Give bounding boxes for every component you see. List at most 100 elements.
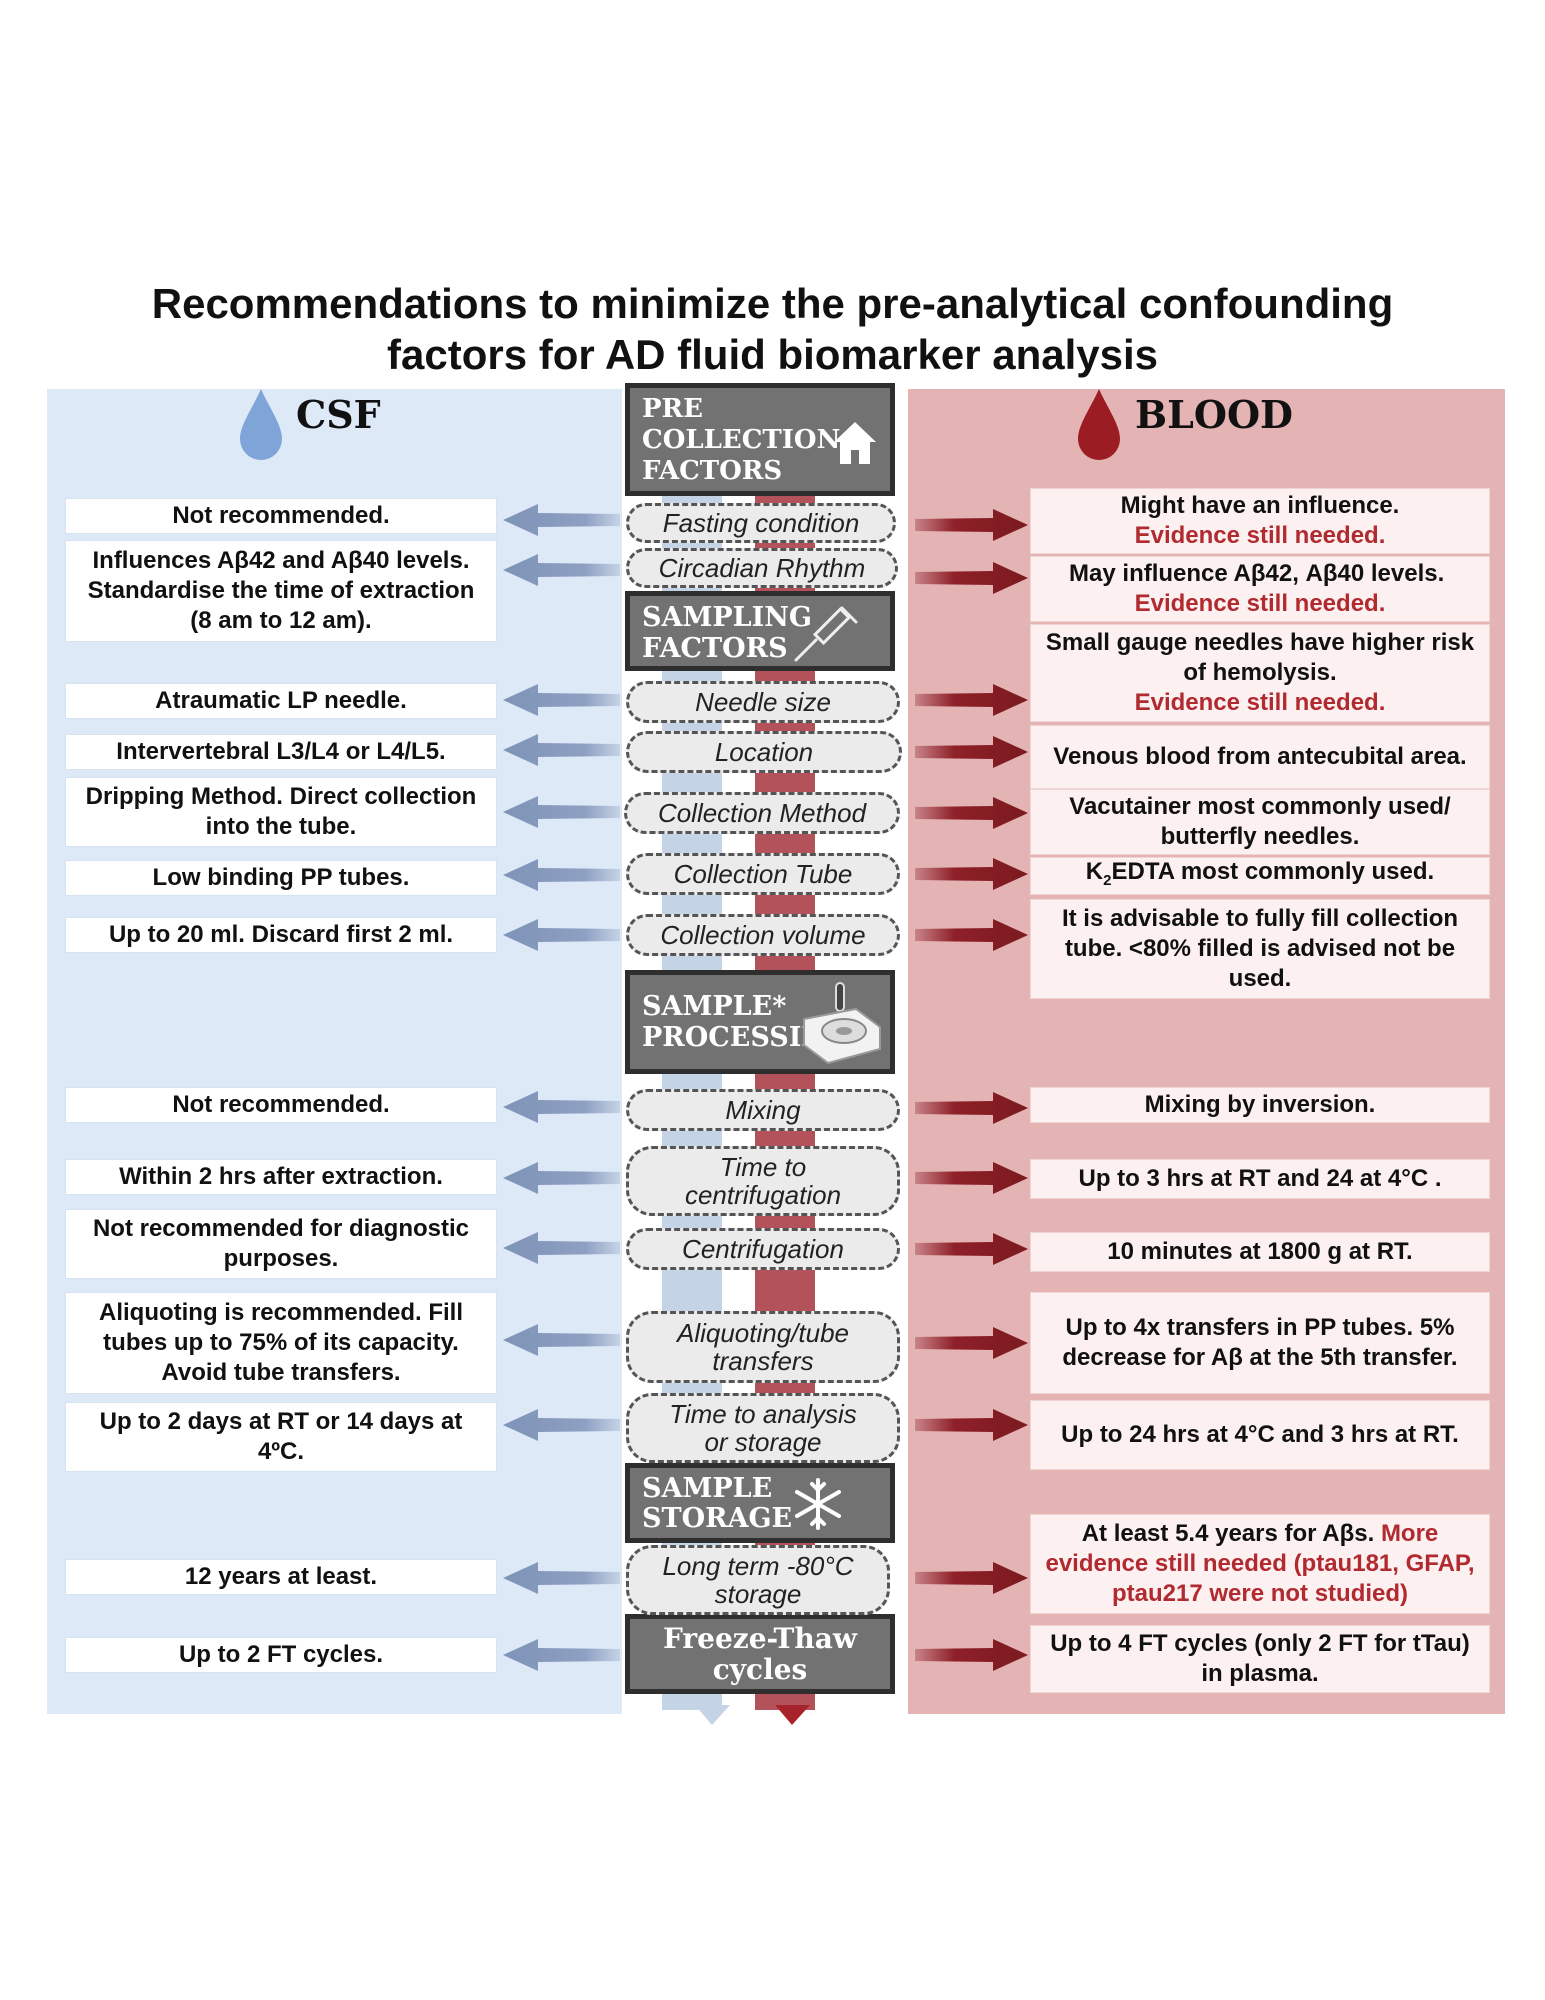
csf-arrow-tube [503,859,620,891]
blood-collection-method: Vacutainer most commonly used/ butterfly… [1030,789,1490,855]
csf-arrow-freeze [503,1639,620,1671]
csf-collection-tube: Low binding PP tubes. [65,860,497,896]
csf-needle: Atraumatic LP needle. [65,683,497,719]
factor-circadian: Circadian Rhythm [626,548,898,588]
blood-arrow-aliquoting [915,1327,1028,1359]
blood-arrow-time-centrifugation [915,1162,1028,1194]
flow-end-triangles [695,1705,810,1725]
csf-arrow-needle [503,684,620,716]
blood-arrow-time-analysis [915,1409,1028,1441]
blood-tube-text: EDTA most commonly used. [1111,857,1435,885]
page-title: Recommendations to minimize the pre-anal… [151,280,1394,378]
water-drop-icon [240,389,282,460]
factor-centrifugation: Centrifugation [626,1228,900,1270]
blood-tube-subscript: 2 [1103,871,1112,889]
csf-arrow-long-term [503,1562,620,1594]
blood-arrow-needle [915,684,1028,716]
factor-location: Location [626,731,902,773]
csf-arrow-location [503,734,620,766]
blood-arrow-long-term [915,1562,1028,1594]
csf-collection-method: Dripping Method. Direct collection into … [65,777,497,847]
blood-arrow-fasting [915,509,1028,541]
centrifuge-icon [803,982,881,1065]
csf-freeze-thaw: Up to 2 FT cycles. [65,1637,497,1673]
processing-header: SAMPLE* PROCESSING [625,970,895,1074]
blood-time-to-centrifugation: Up to 3 hrs at RT and 24 at 4°C . [1030,1159,1490,1199]
factor-time-to-centrifugation: Time to centrifugation [626,1146,900,1216]
freeze-thaw-header: Freeze-Thaw cycles [625,1614,895,1694]
csf-fasting: Not recommended. [65,498,497,534]
csf-long-term-storage: 12 years at least. [65,1559,497,1595]
csf-arrow-aliquoting [503,1324,620,1356]
house-icon [834,422,876,464]
blood-arrow-tube [915,858,1028,890]
factor-aliquoting: Aliquoting/tube transfers [626,1311,900,1383]
csf-arrow-fasting [503,504,620,536]
blood-needle: Small gauge needles have higher risk of … [1030,624,1490,722]
sampling-label: SAMPLING FACTORS [642,602,812,664]
factor-collection-tube: Collection Tube [626,853,900,895]
csf-time-to-analysis: Up to 2 days at RT or 14 days at 4ºC. [65,1402,497,1472]
blood-arrow-mixing [915,1092,1028,1124]
storage-header: SAMPLE STORAGE [625,1463,895,1543]
csf-arrow-mixing [503,1091,620,1123]
factor-needle: Needle size [626,681,900,723]
blood-fasting-text: Might have an influence. [1120,492,1400,519]
blood-centrifugation: 10 minutes at 1800 g at RT. [1030,1232,1490,1272]
blood-long-term-evidence: More evidence still needed (ptau181, GFA… [1045,1520,1475,1607]
blood-location: Venous blood from antecubital area. [1030,725,1490,789]
blood-tube-k: K [1085,857,1104,885]
blood-needle-evidence: Evidence still needed. [1134,689,1386,716]
blood-arrow-location [915,736,1028,768]
blood-needle-text: Small gauge needles have higher risk of … [1045,629,1475,686]
factor-collection-volume: Collection volume [626,914,900,956]
csf-arrow-method [503,796,620,828]
factor-long-term-storage: Long term -80°C storage [626,1545,890,1615]
blood-circadian: May influence Aβ42, Aβ40 levels. Evidenc… [1030,556,1490,622]
snowflake-icon [795,1478,841,1530]
csf-arrow-time-centrifugation [503,1162,620,1194]
blood-arrow-volume [915,919,1028,951]
csf-aliquoting: Aliquoting is recommended. Fill tubes up… [65,1292,497,1394]
blood-arrow-method [915,797,1028,829]
csf-circadian: Influences Aβ42 and Aβ40 levels. Standar… [65,540,497,642]
csf-arrow-circadian [503,554,620,586]
csf-arrow-centrifugation [503,1232,620,1264]
blood-arrow-freeze [915,1639,1028,1671]
blood-fasting: Might have an influence. Evidence still … [1030,488,1490,554]
pre-collection-header: PRE COLLECTION FACTORS [625,383,895,496]
factor-collection-method: Collection Method [624,792,900,834]
blood-column-title: BLOOD [1135,392,1293,437]
blood-collection-volume: It is advisable to fully fill collection… [1030,899,1490,999]
blood-time-to-analysis: Up to 24 hrs at 4°C and 3 hrs at RT. [1030,1400,1490,1470]
blood-circadian-text: May influence Aβ42, Aβ40 levels. [1069,560,1445,587]
csf-arrow-time-analysis [503,1409,620,1441]
storage-label: SAMPLE STORAGE [642,1473,793,1534]
blood-mixing: Mixing by inversion. [1030,1087,1490,1123]
sampling-header: SAMPLING FACTORS [625,591,895,671]
blood-circadian-evidence: Evidence still needed. [1134,590,1386,617]
blood-arrow-centrifugation [915,1233,1028,1265]
csf-time-to-centrifugation: Within 2 hrs after extraction. [65,1159,497,1195]
csf-location: Intervertebral L3/L4 or L4/L5. [65,734,497,770]
csf-centrifugation: Not recommended for diagnostic purposes. [65,1209,497,1279]
blood-long-term-text: At least 5.4 years for Aβs. [1081,1520,1375,1547]
factor-time-to-analysis: Time to analysis or storage [626,1393,900,1463]
blood-long-term-storage: At least 5.4 years for Aβs. More evidenc… [1030,1514,1490,1614]
blood-fasting-evidence: Evidence still needed. [1134,522,1386,549]
blood-freeze-thaw: Up to 4 FT cycles (only 2 FT for tTau) i… [1030,1625,1490,1693]
csf-mixing: Not recommended. [65,1087,497,1123]
blood-arrow-circadian [915,562,1028,594]
csf-column-title: CSF [296,392,381,437]
csf-arrow-volume [503,919,620,951]
factor-fasting: Fasting condition [626,503,896,543]
factor-mixing: Mixing [626,1089,900,1131]
freeze-thaw-label: Freeze-Thaw cycles [663,1622,857,1686]
blood-collection-tube: K2EDTA most commonly used. [1030,857,1490,895]
pre-collection-label: PRE COLLECTION FACTORS [642,394,841,486]
syringe-icon [794,606,858,662]
blood-drop-icon [1078,389,1120,460]
blood-aliquoting: Up to 4x transfers in PP tubes. 5% decre… [1030,1292,1490,1394]
csf-collection-volume: Up to 20 ml. Discard first 2 ml. [65,917,497,953]
